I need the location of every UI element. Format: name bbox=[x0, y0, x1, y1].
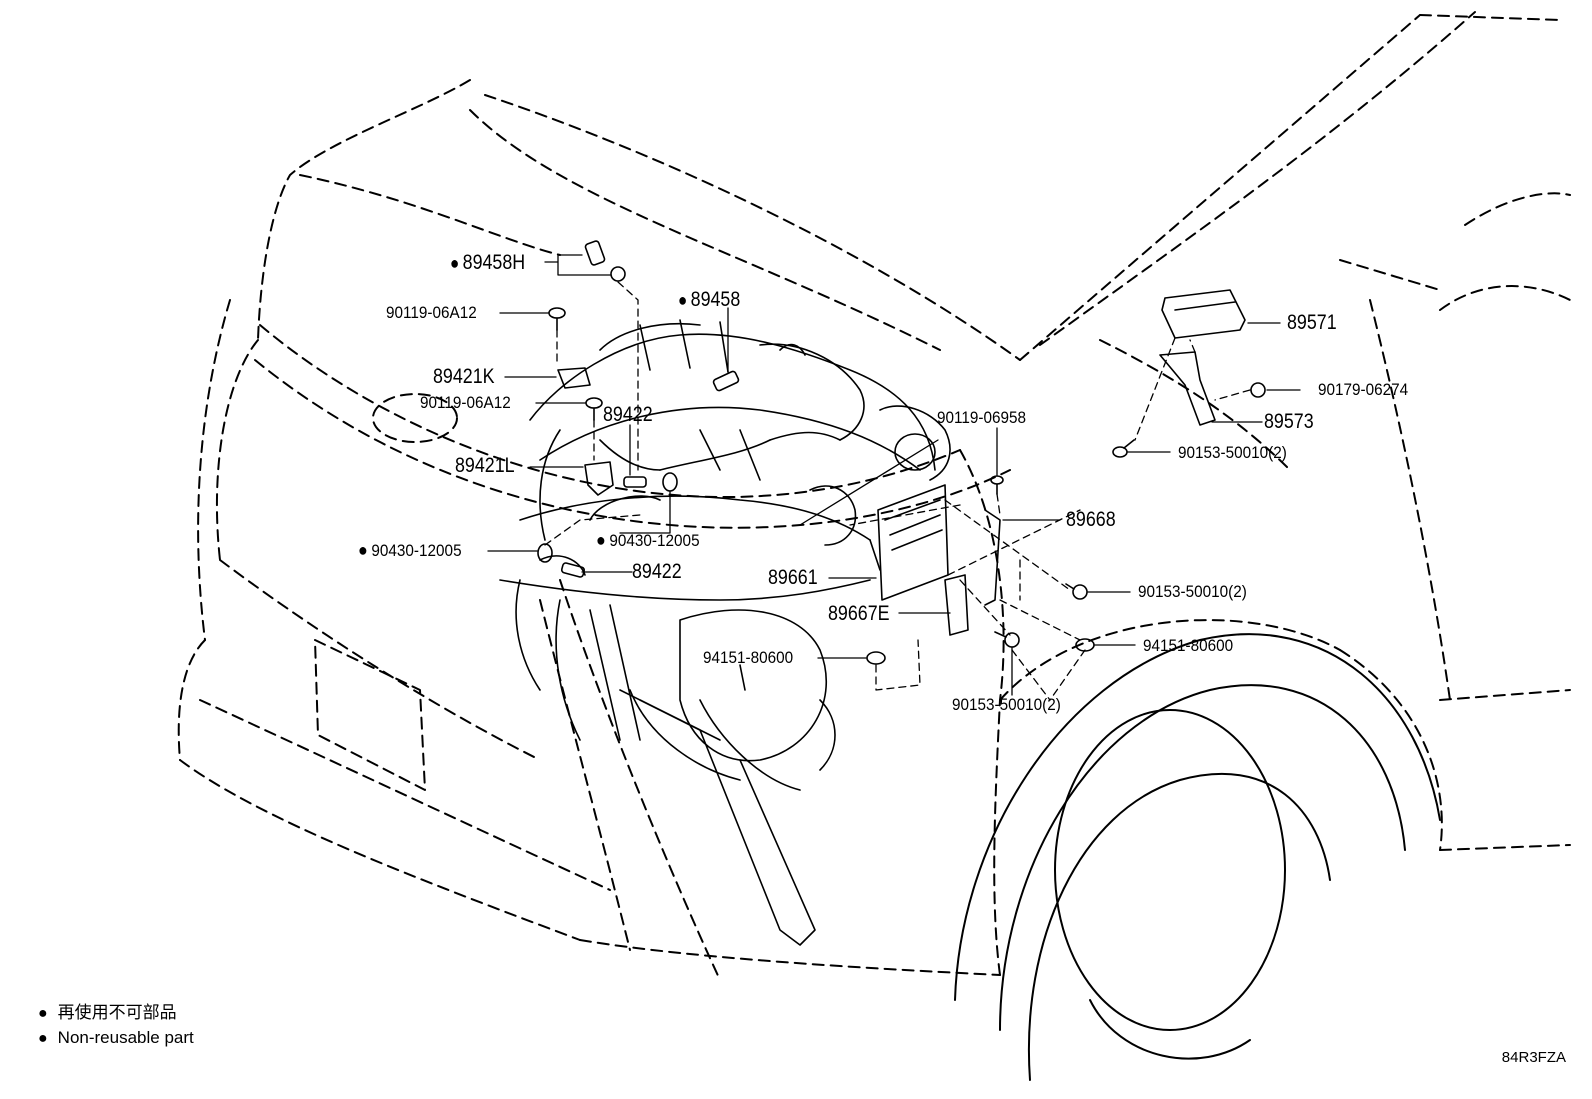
legend-english: ● Non-reusable part bbox=[38, 1029, 194, 1047]
part-89667E-bracket bbox=[944, 574, 969, 636]
assembly-dash-lines bbox=[544, 281, 1251, 701]
label-89661: 89661 bbox=[768, 566, 818, 589]
label-94151-80600-b: 94151-80600 bbox=[1143, 636, 1234, 655]
legend-japanese: ● 再使用不可部品 bbox=[38, 1004, 177, 1022]
part-89571-module bbox=[1161, 289, 1246, 339]
legend-bullet-1: ● bbox=[38, 1005, 48, 1022]
label-89573: 89573 bbox=[1264, 410, 1314, 433]
legend-text-en: Non-reusable part bbox=[57, 1028, 194, 1047]
front-wheel bbox=[954, 633, 1441, 1081]
part-bolt-90119-06958 bbox=[990, 475, 1004, 495]
part-89661-ecu bbox=[877, 484, 949, 601]
label-90153-50010-c: 90153-50010(2) bbox=[952, 695, 1061, 714]
part-bolt-90153-50010-b bbox=[1065, 583, 1088, 600]
part-bolt-90119-06A12-b bbox=[585, 397, 603, 421]
label-90153-50010-b: 90153-50010(2) bbox=[1138, 582, 1247, 601]
part-bolt-90153-50010-c bbox=[994, 631, 1020, 648]
label-89667E: 89667E bbox=[828, 602, 890, 625]
part-89422-sensor-a bbox=[623, 476, 647, 488]
vehicle-body-outline bbox=[177, 11, 1571, 981]
label-89571: 89571 bbox=[1287, 311, 1337, 334]
label-89422-b: 89422 bbox=[632, 560, 682, 583]
label-94151-80600-a: 94151-80600 bbox=[703, 648, 794, 667]
label-90153-50010-a: 90153-50010(2) bbox=[1178, 443, 1287, 462]
part-89422-sensor-b bbox=[560, 562, 586, 578]
label-89458H: 89458H bbox=[450, 252, 526, 273]
part-gasket-90430-12005-b bbox=[662, 472, 678, 492]
part-bolt-90153-50010-a bbox=[1112, 439, 1135, 458]
part-89458H-sensor bbox=[584, 240, 626, 282]
label-89422-a: 89422 bbox=[603, 403, 653, 426]
label-89421K: 89421K bbox=[433, 365, 495, 388]
label-89458: 89458 bbox=[678, 289, 741, 310]
part-bolt-90119-06A12-a bbox=[548, 307, 566, 331]
part-nut-94151-80600-a bbox=[866, 651, 886, 665]
part-89668-bracket bbox=[984, 509, 1001, 606]
part-89421K-sensor bbox=[557, 367, 591, 389]
label-90119-06958: 90119-06958 bbox=[937, 408, 1027, 427]
legend-text-jp: 再使用不可部品 bbox=[57, 1003, 177, 1022]
label-89668: 89668 bbox=[1066, 508, 1116, 531]
engine-assembly bbox=[499, 319, 951, 946]
label-89421L: 89421L bbox=[455, 454, 515, 477]
diagram-code: 84R3FZA bbox=[1501, 1049, 1566, 1066]
legend-bullet-2: ● bbox=[38, 1030, 48, 1047]
label-90179-06274: 90179-06274 bbox=[1318, 380, 1409, 399]
part-gasket-90430-12005-a bbox=[537, 543, 553, 563]
label-90119-06A12-a: 90119-06A12 bbox=[386, 303, 477, 322]
label-90430-12005-a: 90430-12005 bbox=[358, 541, 461, 559]
part-nut-90179-06274 bbox=[1250, 382, 1266, 398]
part-89458-sensor bbox=[712, 370, 740, 392]
label-90119-06A12-b: 90119-06A12 bbox=[420, 393, 511, 412]
leader-lines bbox=[487, 254, 1301, 696]
part-89421L-sensor bbox=[584, 461, 614, 496]
label-90430-12005-b: 90430-12005 bbox=[596, 531, 699, 549]
